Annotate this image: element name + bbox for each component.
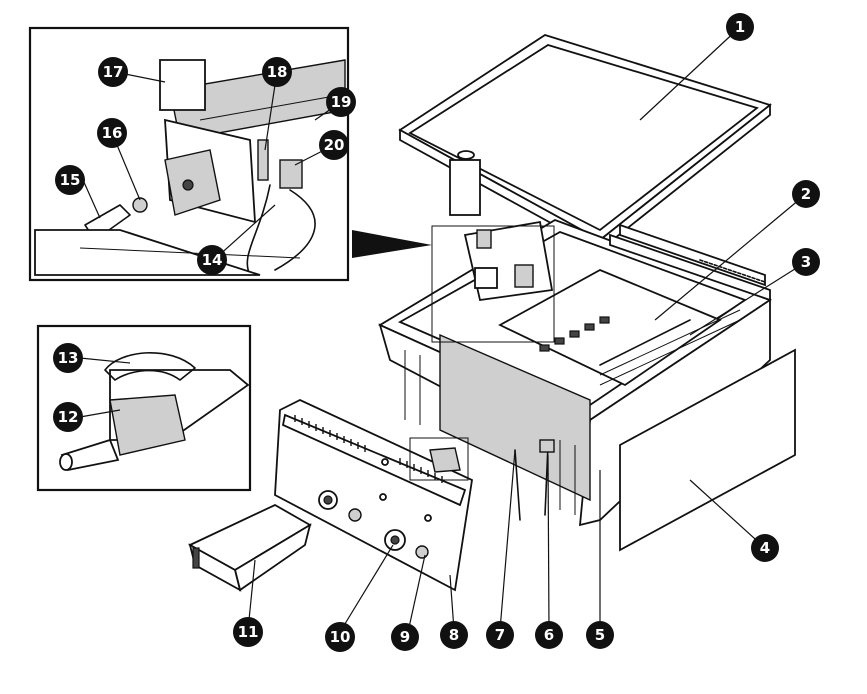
callout-1: 1 xyxy=(726,13,754,41)
svg-text:15: 15 xyxy=(60,171,81,189)
cabinet-interior xyxy=(439,333,591,502)
callout-17: 17 xyxy=(98,57,128,87)
drip-tray xyxy=(188,503,312,592)
control-panel xyxy=(274,399,473,592)
svg-text:19: 19 xyxy=(331,93,352,111)
svg-text:20: 20 xyxy=(324,136,345,154)
svg-text:1: 1 xyxy=(735,18,745,36)
callout-20: 20 xyxy=(319,130,349,160)
callout-9: 9 xyxy=(391,623,419,651)
callout-10: 10 xyxy=(325,622,355,652)
svg-text:4: 4 xyxy=(760,539,770,557)
svg-text:5: 5 xyxy=(595,626,605,644)
bracket-17 xyxy=(159,59,206,111)
svg-text:9: 9 xyxy=(400,628,410,646)
callout-13: 13 xyxy=(53,343,83,373)
callout-15: 15 xyxy=(55,165,85,195)
callout-8: 8 xyxy=(440,621,468,649)
callout-16: 16 xyxy=(97,118,127,148)
inset-detail-burner-bracket xyxy=(28,26,350,282)
side-panel xyxy=(619,348,796,552)
right-rails xyxy=(609,223,771,302)
callout-6: 6 xyxy=(535,621,563,649)
rear-bracket-assembly xyxy=(431,220,555,343)
igniter-button-lower xyxy=(415,545,429,559)
callout-2: 2 xyxy=(792,180,820,208)
svg-text:10: 10 xyxy=(330,628,351,646)
callout-18: 18 xyxy=(262,57,292,87)
callout-3: 3 xyxy=(792,248,820,276)
svg-text:14: 14 xyxy=(202,251,223,269)
svg-text:17: 17 xyxy=(103,63,124,81)
burner-tray xyxy=(498,269,741,387)
svg-text:2: 2 xyxy=(801,185,811,203)
valve-body xyxy=(109,394,186,456)
callout-11: 11 xyxy=(233,617,263,647)
svg-text:3: 3 xyxy=(801,253,811,271)
callout-7: 7 xyxy=(486,621,514,649)
callout-19: 19 xyxy=(326,87,356,117)
callout-14: 14 xyxy=(197,245,227,275)
leader-lines xyxy=(79,26,807,633)
callout-4: 4 xyxy=(751,534,779,562)
callout-5: 5 xyxy=(586,621,614,649)
griddle-plate xyxy=(398,34,772,252)
svg-text:8: 8 xyxy=(449,626,459,644)
callout-12: 12 xyxy=(53,402,83,432)
svg-text:16: 16 xyxy=(102,124,123,142)
igniter-button-upper xyxy=(348,508,362,522)
svg-text:13: 13 xyxy=(58,349,79,367)
valve-detail-frame xyxy=(409,437,469,481)
drain-tube xyxy=(449,159,481,216)
svg-text:6: 6 xyxy=(544,626,554,644)
detail-pointer-arrow xyxy=(352,230,432,258)
svg-text:11: 11 xyxy=(238,623,259,641)
svg-text:18: 18 xyxy=(267,63,288,81)
svg-text:12: 12 xyxy=(58,408,79,426)
svg-text:7: 7 xyxy=(495,626,505,644)
